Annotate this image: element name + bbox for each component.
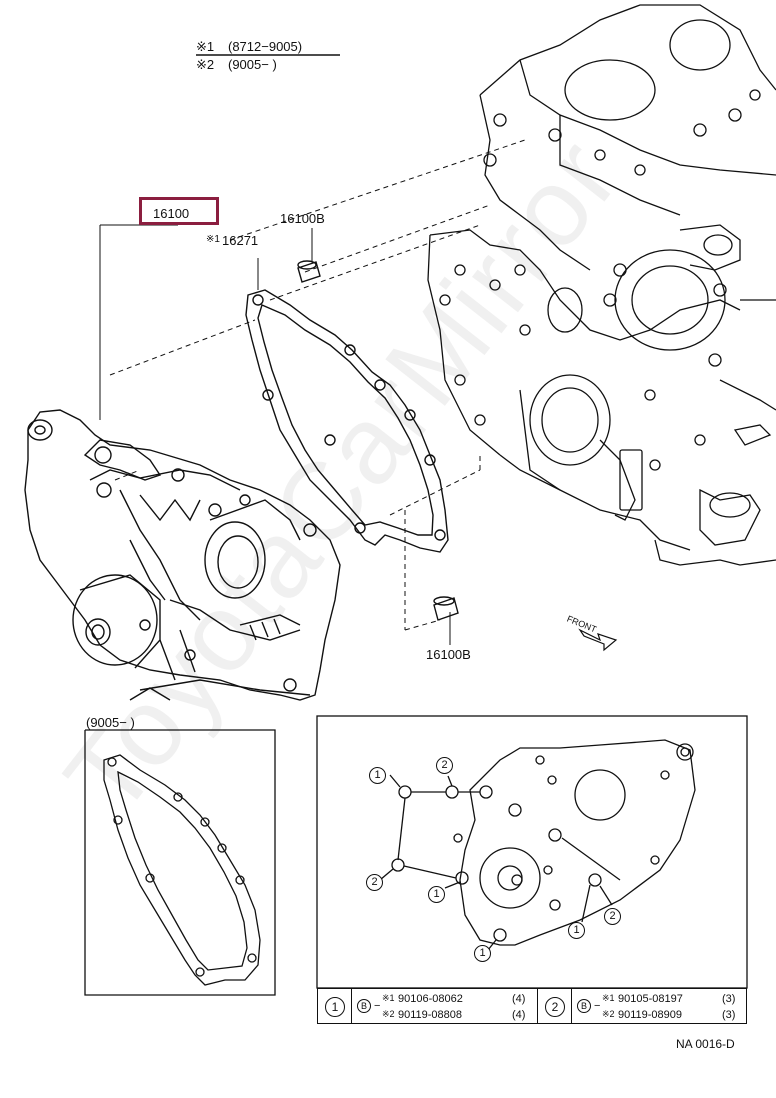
diagram-code: NA 0016-D [676, 1037, 735, 1051]
bolt-group-1-parts: B − ※1 90106-08062 (4) ※2 90119-08808 (4… [352, 989, 538, 1023]
bolt-group-2-ref-cell: 2 [538, 989, 572, 1023]
callout-2: 2 [436, 757, 453, 774]
bolt-group-1-ref-cell: 1 [318, 989, 352, 1023]
bolt-group-1-ref: 1 [325, 997, 345, 1017]
note-2-range: (9005− ) [228, 57, 277, 72]
bolt-group-2-ref: 2 [545, 997, 565, 1017]
callout-1: 1 [568, 922, 585, 939]
bolt-part-90119-08808[interactable]: 90119-08808 [398, 1009, 463, 1021]
inset-bolt-detail-frame [316, 715, 748, 989]
callout-2: 2 [366, 874, 383, 891]
dowel-pin-bottom [433, 596, 459, 621]
bolt-group-2-parts: B − ※1 90105-08197 (3) ※2 90119-08909 (3… [572, 989, 748, 1023]
front-arrow [578, 628, 618, 652]
callout-2: 2 [604, 908, 621, 925]
inset-gasket-range: (9005− ) [86, 715, 135, 730]
inset-gasket-frame [84, 729, 276, 996]
bolt-prefix-1: B [357, 999, 371, 1013]
note-1-mark: ※1 [196, 39, 215, 54]
gasket-main [245, 289, 449, 553]
bolt-prefix-2: B [577, 999, 591, 1013]
engine-block [427, 4, 776, 566]
part-number-16100b-top[interactable]: 16100B [280, 211, 325, 226]
bolt-part-90119-08909[interactable]: 90119-08909 [618, 1009, 683, 1021]
dowel-pin-top [297, 260, 321, 283]
part-number-16271[interactable]: 16271 [222, 233, 259, 248]
part-number-16100-box[interactable]: 16100 [139, 197, 219, 225]
note-2-mark: ※2 [196, 57, 215, 72]
part-number-16100[interactable]: 16100 [153, 206, 190, 221]
bolt-part-90105-08197[interactable]: 90105-08197 [618, 993, 683, 1005]
bolt-part-90106-08062[interactable]: 90106-08062 [398, 993, 463, 1005]
water-pump [24, 409, 341, 701]
bolt-table: 1 B − ※1 90106-08062 (4) ※2 90119-08808 … [317, 988, 747, 1024]
part-number-16100b-bottom[interactable]: 16100B [426, 647, 471, 662]
callout-1: 1 [428, 886, 445, 903]
note-1-range: (8712−9005) [228, 39, 303, 54]
gasket-mark: ※1 [206, 234, 220, 245]
callout-1: 1 [369, 767, 386, 784]
callout-1: 1 [474, 945, 491, 962]
